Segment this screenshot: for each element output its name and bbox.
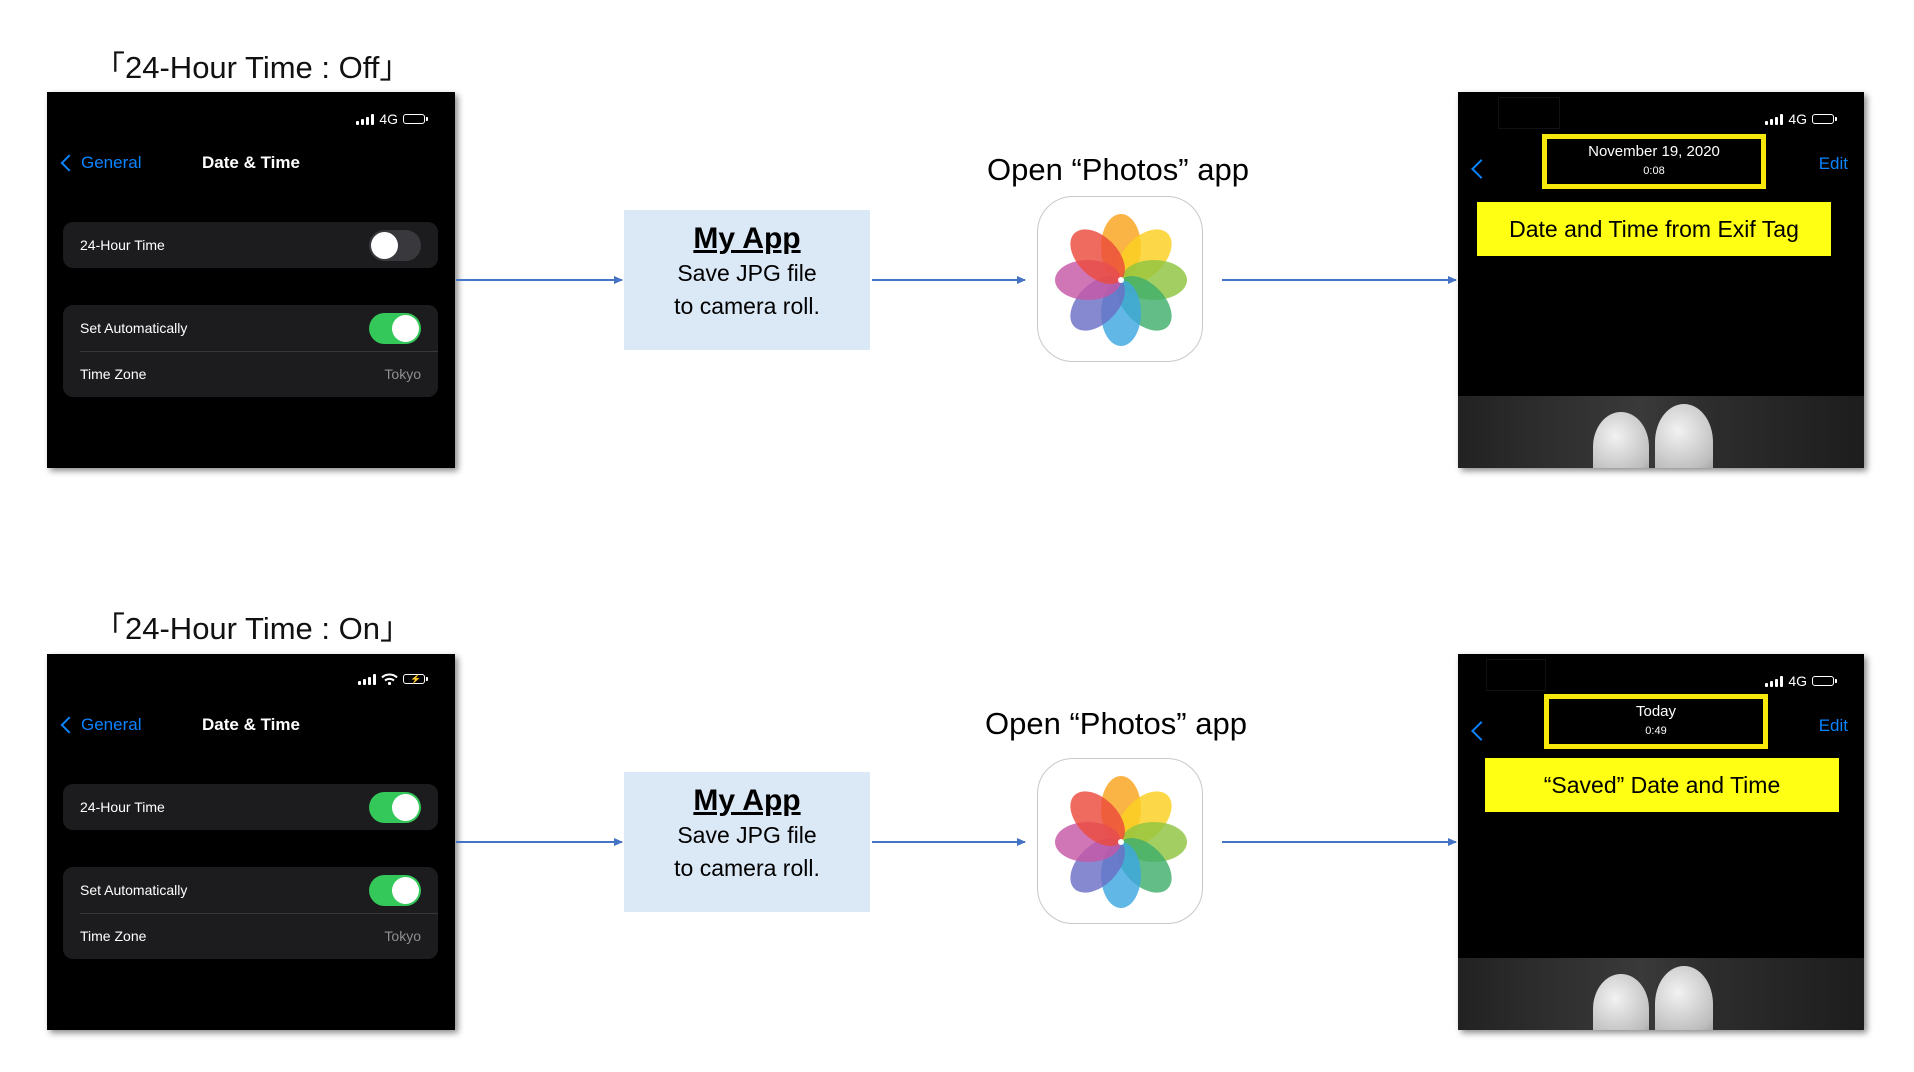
back-label: General bbox=[81, 715, 142, 734]
nav-bar: General Date & Time bbox=[47, 712, 455, 742]
hour24-toggle[interactable] bbox=[369, 792, 421, 823]
app-desc-line1: Save JPG file bbox=[677, 260, 817, 286]
status-bar: 4G bbox=[1765, 673, 1837, 689]
app-desc-line1: Save JPG file bbox=[677, 822, 817, 848]
redacted-area bbox=[1486, 659, 1546, 691]
settings-screen-off: 4G General Date & Time 24-Hour Time Set … bbox=[47, 92, 455, 468]
battery-icon bbox=[403, 114, 428, 124]
photos-petal bbox=[1070, 229, 1125, 284]
status-bar: 4G bbox=[356, 111, 428, 127]
timezone-value: Tokyo bbox=[384, 928, 421, 944]
set-auto-row: Set Automatically bbox=[63, 305, 438, 351]
edit-button[interactable]: Edit bbox=[1818, 154, 1848, 173]
my-app-box: My App Save JPG file to camera roll. bbox=[624, 210, 870, 350]
photos-app-icon bbox=[1037, 196, 1203, 362]
settings-screen-on: ⚡ General Date & Time 24-Hour Time Set A… bbox=[47, 654, 455, 1030]
hour24-label: 24-Hour Time bbox=[80, 237, 165, 253]
hour24-toggle[interactable] bbox=[369, 230, 421, 261]
app-desc-line2: to camera roll. bbox=[674, 855, 820, 881]
time-line: 0:08 bbox=[1643, 165, 1665, 177]
signal-icon bbox=[1765, 675, 1784, 687]
network-label: 4G bbox=[1788, 111, 1807, 127]
back-label: General bbox=[81, 153, 142, 172]
battery-icon bbox=[1812, 676, 1837, 686]
timezone-label: Time Zone bbox=[80, 366, 147, 382]
photos-screen-on: 4G Today 0:49 Edit “Saved” Date and Time bbox=[1458, 654, 1864, 1030]
page-title: Date & Time bbox=[202, 715, 300, 734]
auto-group: Set Automatically Time Zone Tokyo bbox=[63, 867, 438, 959]
signal-icon bbox=[358, 673, 376, 685]
back-button[interactable]: General bbox=[57, 715, 141, 735]
set-auto-row: Set Automatically bbox=[63, 867, 438, 913]
back-button[interactable]: General bbox=[57, 153, 141, 173]
my-app-box: My App Save JPG file to camera roll. bbox=[624, 772, 870, 912]
photos-app-icon bbox=[1037, 758, 1203, 924]
timezone-row[interactable]: Time Zone Tokyo bbox=[63, 351, 438, 397]
date-line: November 19, 2020 bbox=[1588, 143, 1720, 160]
timezone-label: Time Zone bbox=[80, 928, 147, 944]
app-desc-line2: to camera roll. bbox=[674, 293, 820, 319]
battery-icon bbox=[1812, 114, 1837, 124]
wifi-icon bbox=[381, 673, 398, 685]
date-header: Today 0:49 bbox=[1544, 694, 1768, 749]
hour24-group: 24-Hour Time bbox=[63, 222, 438, 268]
hour24-group: 24-Hour Time bbox=[63, 784, 438, 830]
photos-flower-graphic bbox=[1055, 776, 1187, 908]
chevron-left-icon[interactable] bbox=[1471, 721, 1491, 741]
exif-callout: Date and Time from Exif Tag bbox=[1477, 202, 1831, 256]
photos-flower-graphic bbox=[1055, 214, 1187, 346]
set-auto-toggle[interactable] bbox=[369, 313, 421, 344]
status-bar: 4G bbox=[1765, 111, 1837, 127]
edit-button[interactable]: Edit bbox=[1818, 716, 1848, 735]
battery-icon: ⚡ bbox=[403, 674, 428, 684]
app-name: My App bbox=[693, 784, 801, 817]
app-name: My App bbox=[693, 222, 801, 255]
set-auto-label: Set Automatically bbox=[80, 320, 188, 336]
saved-callout: “Saved” Date and Time bbox=[1485, 758, 1839, 812]
redacted-area bbox=[1498, 97, 1560, 129]
photo-thumbnail bbox=[1458, 958, 1864, 1030]
signal-icon bbox=[1765, 113, 1784, 125]
timezone-row[interactable]: Time Zone Tokyo bbox=[63, 913, 438, 959]
network-label: 4G bbox=[1788, 673, 1807, 689]
row-title-off: 「24-Hour Time : Off」 bbox=[94, 50, 411, 85]
photos-petal bbox=[1070, 791, 1125, 846]
set-auto-toggle[interactable] bbox=[369, 875, 421, 906]
network-label: 4G bbox=[379, 111, 398, 127]
hour24-label: 24-Hour Time bbox=[80, 799, 165, 815]
timezone-value: Tokyo bbox=[384, 366, 421, 382]
hour24-row: 24-Hour Time bbox=[63, 784, 438, 830]
nav-bar: General Date & Time bbox=[47, 150, 455, 180]
hour24-row: 24-Hour Time bbox=[63, 222, 438, 268]
photo-thumbnail bbox=[1458, 396, 1864, 468]
time-line: 0:49 bbox=[1645, 725, 1667, 737]
auto-group: Set Automatically Time Zone Tokyo bbox=[63, 305, 438, 397]
date-line: Today bbox=[1635, 703, 1677, 720]
photos-label: Open “Photos” app bbox=[985, 706, 1247, 741]
set-auto-label: Set Automatically bbox=[80, 882, 188, 898]
signal-icon bbox=[356, 113, 375, 125]
chevron-left-icon[interactable] bbox=[1471, 159, 1491, 179]
charging-bolt-icon: ⚡ bbox=[410, 674, 422, 684]
status-bar: ⚡ bbox=[358, 673, 428, 685]
row-title-on: 「24-Hour Time : On」 bbox=[94, 611, 411, 646]
photos-label: Open “Photos” app bbox=[987, 152, 1249, 187]
photos-screen-off: 4G November 19, 2020 0:08 Edit Date and … bbox=[1458, 92, 1864, 468]
date-header: November 19, 2020 0:08 bbox=[1542, 134, 1766, 189]
page-title: Date & Time bbox=[202, 153, 300, 172]
